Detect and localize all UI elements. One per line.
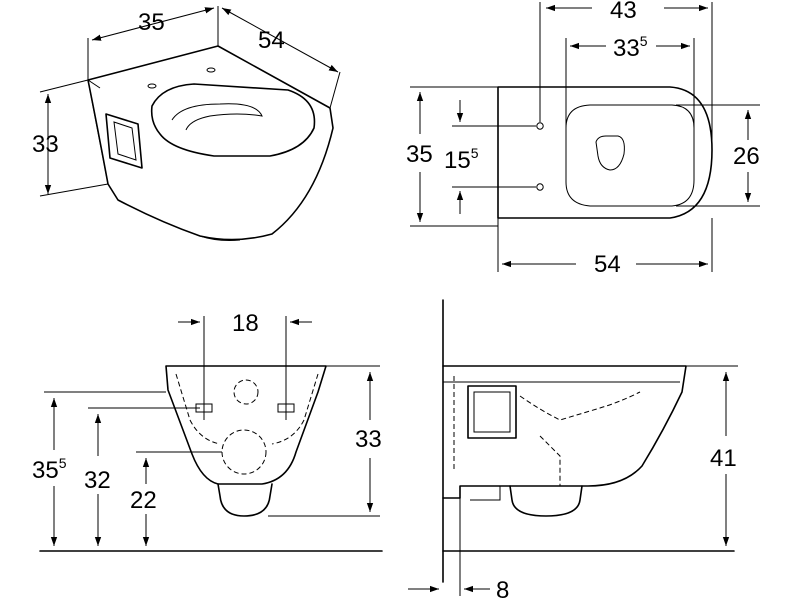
iso-side-cutout [105, 113, 143, 169]
top-fix-spacing-label: 43 [610, 0, 637, 24]
side-view: 41 8 [408, 299, 738, 600]
iso-inner-bowl [171, 103, 263, 131]
iso-bowl-outline [87, 45, 334, 241]
iso-width-label: 35 [138, 9, 165, 36]
top-hole-spacing-label: 155 [444, 145, 479, 174]
isometric-view: 35 54 33 [32, 6, 341, 241]
iso-depth-dimension [221, 7, 339, 73]
side-trap [509, 485, 583, 517]
iso-fixing-hole [206, 67, 216, 73]
front-trap [217, 483, 273, 517]
top-length-label: 54 [594, 251, 621, 278]
top-inner-width-label: 26 [733, 143, 760, 170]
iso-inner-rim [150, 83, 316, 157]
top-view: 43 335 35 155 26 54 [406, 0, 760, 278]
iso-width-dimension [91, 7, 215, 41]
top-outline [497, 86, 713, 219]
front-outlet-hidden [221, 429, 267, 475]
front-top-height-label: 355 [32, 455, 67, 484]
front-outline [165, 365, 327, 485]
front-height-label: 33 [355, 426, 382, 453]
iso-depth-label: 54 [258, 27, 285, 54]
front-view: 18 33 355 32 22 [32, 310, 383, 552]
side-rim-height-label: 41 [710, 445, 737, 472]
top-inner-length-label: 335 [613, 33, 648, 62]
front-outlet-height-label: 22 [130, 487, 157, 514]
side-hidden-bowl [453, 376, 641, 486]
iso-fixing-hole [147, 83, 157, 89]
iso-height-label: 33 [32, 131, 59, 158]
top-outer-width-label: 35 [406, 141, 433, 168]
top-fixing-hole [536, 183, 544, 191]
iso-rim-edge [87, 79, 109, 185]
front-flush-inlet [233, 379, 259, 405]
top-bowl-opening [595, 135, 625, 171]
top-inner-rim [565, 104, 695, 207]
side-cutout [467, 385, 517, 439]
front-bolt-spacing-label: 18 [232, 310, 259, 337]
side-outline [442, 365, 687, 499]
side-wall-offset-label: 8 [496, 577, 509, 600]
top-fixing-hole [536, 122, 544, 130]
front-hidden-bowl [175, 373, 319, 445]
front-bolt-height-label: 32 [84, 467, 111, 494]
